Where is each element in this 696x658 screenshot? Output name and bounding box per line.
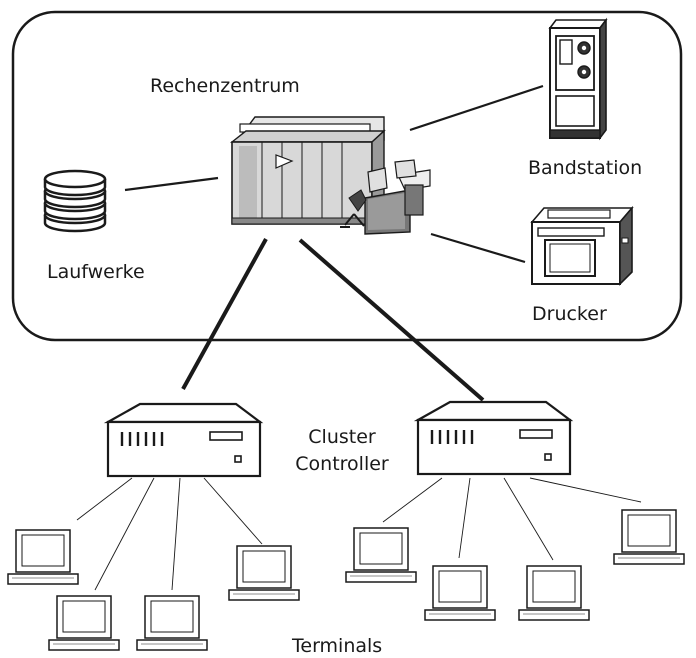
link-tape-station bbox=[409, 84, 544, 132]
cluster-controller-label: Cluster Controller bbox=[282, 424, 402, 478]
terminal-icon bbox=[345, 527, 417, 583]
terminal-links bbox=[76, 477, 642, 591]
terminal-icon bbox=[48, 595, 120, 651]
mainframe-icon bbox=[229, 116, 431, 235]
terminal-icon bbox=[136, 595, 208, 651]
drives-label: Laufwerke bbox=[47, 261, 145, 283]
terminal-icon bbox=[228, 545, 300, 601]
disk-stack-icon bbox=[43, 169, 107, 233]
printer-icon bbox=[530, 205, 634, 286]
cluster-controller-icon bbox=[106, 402, 262, 478]
tape-station-label: Bandstation bbox=[528, 157, 643, 179]
cluster-controller-label-line1: Cluster bbox=[308, 426, 376, 448]
terminal-icon bbox=[613, 509, 685, 565]
link-controller-right bbox=[298, 238, 485, 402]
link-drives bbox=[124, 176, 219, 192]
terminal-icon bbox=[518, 565, 590, 621]
printer-label: Drucker bbox=[532, 303, 607, 325]
terminal-icon bbox=[424, 565, 496, 621]
tape-drive-icon bbox=[548, 17, 608, 141]
link-controller-left bbox=[181, 238, 268, 390]
terminals-label: Terminals bbox=[292, 635, 383, 657]
datacenter-label: Rechenzentrum bbox=[150, 75, 300, 97]
cluster-controller-label-line2: Controller bbox=[295, 453, 389, 475]
link-printer bbox=[430, 232, 526, 264]
datacenter-frame bbox=[11, 10, 683, 342]
cluster-controller-icon bbox=[416, 400, 572, 476]
terminal-icon bbox=[7, 529, 79, 585]
